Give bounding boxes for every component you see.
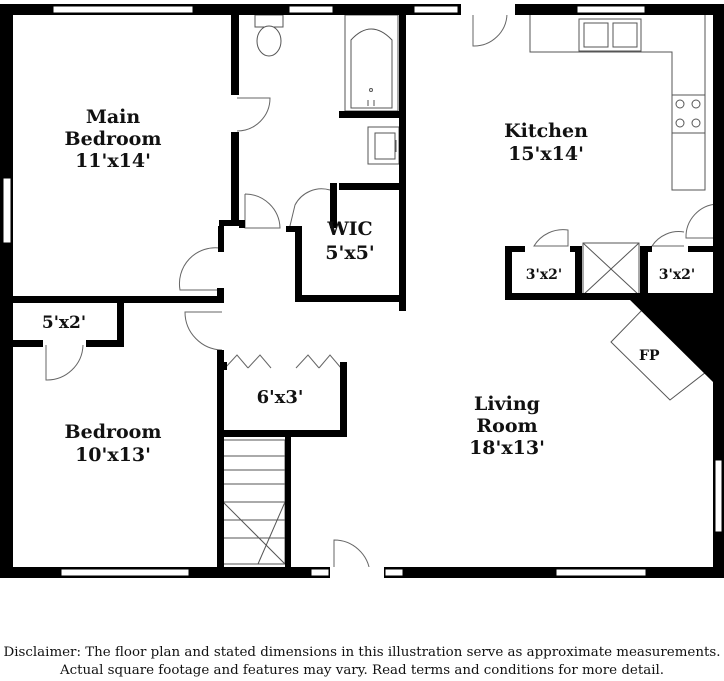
windows [2, 4, 723, 578]
pantry-right-size: 3'x2' [659, 267, 695, 283]
door-swing [333, 539, 371, 574]
window [330, 567, 384, 578]
window [310, 568, 330, 577]
bathtub-icon [344, 14, 399, 112]
floor-plan: Main Bedroom 11'x14' Kitchen 15'x14' WIC… [0, 4, 724, 578]
window [714, 459, 723, 533]
toilet-icon [254, 14, 284, 57]
door-swing [184, 311, 223, 351]
door-swing [247, 354, 272, 369]
main-bedroom-name-line2: Bedroom [65, 128, 162, 150]
door-swing [533, 229, 569, 247]
fixtures [222, 13, 707, 565]
disclaimer-line1: Disclaimer: The floor plan and stated di… [3, 645, 721, 660]
fridge-box [582, 242, 640, 296]
door-swing [685, 203, 718, 239]
staircase [222, 439, 286, 565]
living-room-name-line1: Living [474, 393, 540, 415]
bathroom-sink-icon [367, 126, 400, 165]
window [461, 4, 515, 15]
window [555, 568, 647, 577]
kitchen-name: Kitchen [504, 120, 588, 142]
bedroom-name: Bedroom [65, 421, 162, 443]
kitchen-size: 15'x14' [508, 143, 584, 165]
living-room-size: 18'x13' [469, 437, 545, 459]
stove-icon [671, 94, 706, 134]
main-bedroom-size: 11'x14' [75, 150, 151, 172]
door-swing [288, 188, 331, 231]
kitchen-sink-icon [578, 13, 642, 52]
window [413, 5, 459, 14]
door-swing [236, 97, 271, 132]
room-labels: Main Bedroom 11'x14' Kitchen 15'x14' WIC… [42, 106, 695, 466]
door-swing [178, 247, 221, 291]
bedroom-size: 10'x13' [75, 444, 151, 466]
wic-size: 5'x5' [325, 242, 374, 264]
window [60, 568, 190, 577]
main-bedroom-name-line1: Main [86, 106, 141, 128]
door-swing [244, 193, 281, 229]
door-swing [45, 344, 84, 381]
window [576, 5, 646, 14]
fireplace-label: FP [639, 348, 660, 364]
door-swing [472, 13, 508, 47]
living-room-name-line2: Room [476, 415, 537, 437]
pantry-left-size: 3'x2' [526, 267, 562, 283]
hall-closet-size: 6'x3' [257, 387, 304, 408]
door-swing [295, 354, 320, 369]
window [2, 177, 12, 244]
window [288, 5, 334, 14]
door-swing [651, 231, 685, 247]
window [52, 5, 194, 14]
window [384, 568, 404, 577]
door-swing [224, 354, 249, 369]
bedroom-closet-size: 5'x2' [42, 313, 86, 333]
disclaimer-line2: Actual square footage and features may v… [59, 663, 665, 678]
wic-name: WIC [326, 218, 372, 240]
disclaimer: Disclaimer: The floor plan and stated di… [0, 644, 724, 680]
doors [45, 13, 718, 574]
door-swing [318, 354, 342, 369]
